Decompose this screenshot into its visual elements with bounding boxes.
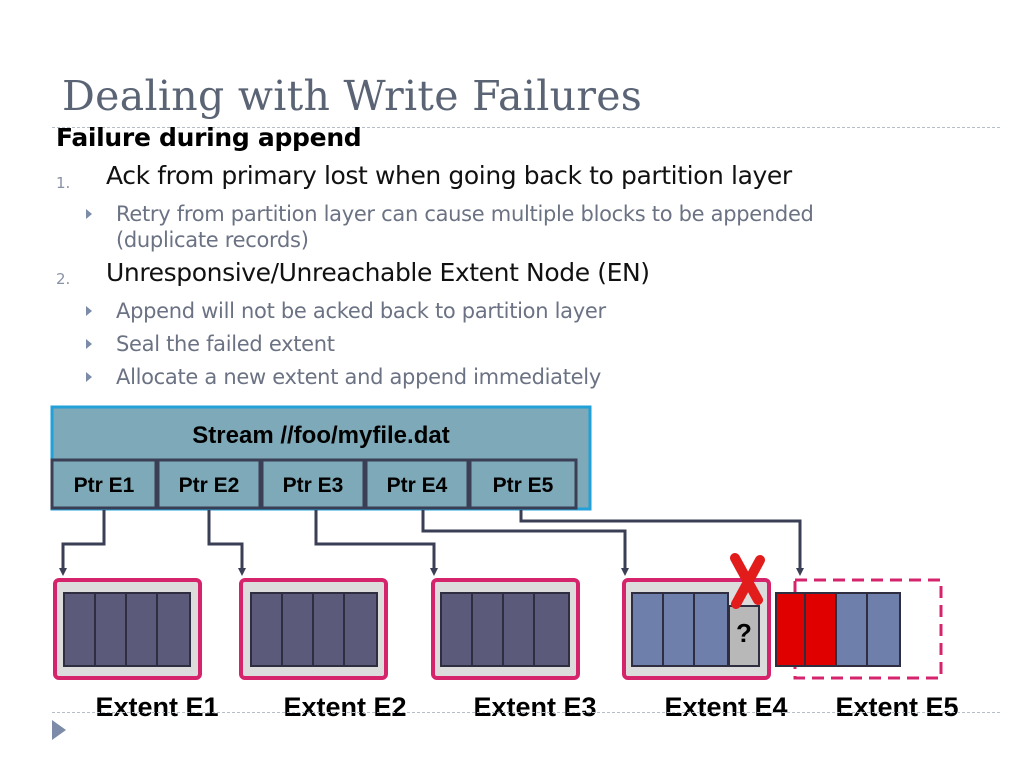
- extent-e4-block: [662, 592, 695, 667]
- extent-e4-block: [693, 592, 729, 667]
- extent-e2-label: Extent E2: [283, 692, 406, 722]
- extent-e3-label: Extent E3: [473, 692, 596, 722]
- extent-e1-block: [156, 592, 191, 667]
- extent-e5-block: [804, 592, 837, 667]
- arrow-e3: [314, 510, 438, 576]
- item-text: Ack from primary lost when going back to…: [106, 161, 792, 190]
- pointer-e5-label: Ptr E5: [493, 474, 554, 497]
- pointer-e3-box: [260, 458, 366, 510]
- extent-e3-block: [502, 592, 535, 667]
- subitem-text: Allocate a new extent and append immedia…: [116, 365, 601, 389]
- footer-divider: [52, 712, 1000, 713]
- extent-e4-block: [631, 592, 664, 667]
- pointer-e5-box: [468, 458, 578, 510]
- item-number: 1.: [56, 174, 71, 192]
- subitem-text: Retry from partition layer can cause mul…: [116, 202, 814, 226]
- extent-e3-block: [533, 592, 570, 667]
- subitem-text: Append will not be acked back to partiti…: [116, 299, 606, 323]
- extent-e2-block: [250, 592, 283, 667]
- pointer-e1-box: [50, 458, 158, 510]
- bullet-icon: [86, 339, 92, 349]
- failure-x-icon: [730, 553, 765, 609]
- arrow-e4: [421, 510, 629, 576]
- bullet-icon: [86, 306, 92, 316]
- slide-title: Dealing with Write Failures: [62, 72, 643, 120]
- extent-e2: [239, 578, 388, 680]
- extent-e5-label: Extent E5: [835, 692, 958, 722]
- extent-e3-block: [440, 592, 473, 667]
- pointer-row: Ptr E1 Ptr E2 Ptr E3 Ptr E4 Ptr E5: [50, 458, 578, 510]
- extent-e3: [431, 578, 580, 680]
- subitem-text: Seal the failed extent: [116, 332, 335, 356]
- arrow-e2: [207, 510, 246, 576]
- extent-e5: [775, 578, 943, 680]
- bullet-icon: [86, 209, 92, 219]
- extent-e5-block: [866, 592, 901, 667]
- item-number: 2.: [56, 270, 71, 288]
- item-text: Unresponsive/Unreachable Extent Node (EN…: [106, 258, 650, 287]
- subitem-text-continued: (duplicate records): [116, 228, 309, 252]
- extent-e5-block: [775, 592, 806, 667]
- section-heading: Failure during append: [56, 123, 362, 152]
- extent-e1: [53, 578, 202, 680]
- extent-e4-unknown-block: [728, 605, 760, 667]
- extent-e1-block: [125, 592, 158, 667]
- pointer-connectors: [59, 510, 804, 576]
- pointer-e4-label: Ptr E4: [387, 474, 448, 497]
- pointer-e3-label: Ptr E3: [283, 474, 344, 497]
- stream-label: Stream //foo/myfile.dat: [192, 422, 449, 449]
- pointer-e4-box: [364, 458, 470, 510]
- extent-e1-block: [63, 592, 96, 667]
- arrow-e5: [519, 510, 804, 576]
- pointer-e2-box: [156, 458, 262, 510]
- pointer-e1-label: Ptr E1: [74, 474, 135, 497]
- extent-e2-block: [343, 592, 378, 667]
- bullet-icon: [86, 372, 92, 382]
- title-divider: [52, 127, 1000, 128]
- extent-labels: Extent E1 Extent E2 Extent E3 Extent E4 …: [95, 692, 958, 722]
- extent-e3-block: [471, 592, 504, 667]
- slide-nav-triangle-icon: [52, 720, 66, 740]
- arrow-e1: [59, 510, 106, 576]
- extent-e5-block: [835, 592, 868, 667]
- extent-e2-block: [312, 592, 345, 667]
- extent-e1-block: [94, 592, 127, 667]
- extent-e4: ?: [622, 578, 771, 680]
- pointer-e2-label: Ptr E2: [179, 474, 240, 497]
- unknown-block-label: ?: [736, 618, 752, 648]
- extent-e4-label: Extent E4: [664, 692, 787, 722]
- extent-e2-block: [281, 592, 314, 667]
- extent-e1-label: Extent E1: [95, 692, 218, 722]
